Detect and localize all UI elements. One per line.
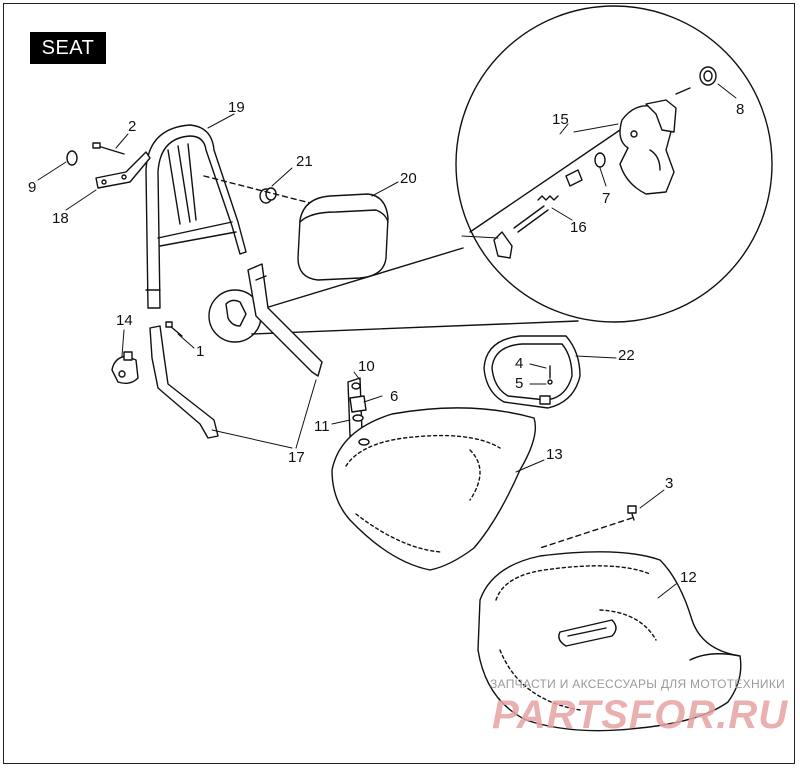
watermark: ЗАПЧАСТИ И АКСЕССУАРЫ ДЛЯ МОТОТЕХНИКИ PA… xyxy=(490,677,788,737)
backrest-pad xyxy=(297,193,389,281)
leader-lines xyxy=(37,83,737,599)
sissy-bar-upright xyxy=(145,124,247,309)
callout-10: 10 xyxy=(358,358,375,375)
callout-14: 14 xyxy=(116,312,133,329)
side-plate-left xyxy=(149,325,219,439)
callout-5: 5 xyxy=(515,375,523,392)
callout-4: 4 xyxy=(515,355,523,372)
callout-21: 21 xyxy=(296,153,313,170)
callout-17: 17 xyxy=(288,449,305,466)
page-title: SEAT xyxy=(30,32,106,64)
callout-16: 16 xyxy=(570,219,587,236)
callout-20: 20 xyxy=(400,170,417,187)
callout-7: 7 xyxy=(602,190,610,207)
detail-connector-lower xyxy=(251,320,579,335)
callout-labels: 1 2 3 4 5 6 7 8 9 10 11 12 13 14 15 16 1… xyxy=(28,99,744,586)
latch-detail-small xyxy=(225,299,247,327)
callout-12: 12 xyxy=(680,569,697,586)
screw-3 xyxy=(627,505,637,521)
screw-2 xyxy=(92,142,125,155)
washer-7 xyxy=(594,152,606,168)
detail-latch-assembly xyxy=(469,66,717,259)
seat-mount-hardware xyxy=(347,377,367,437)
watermark-brand: PARTSFOR.RU xyxy=(492,693,788,737)
detail-view-circle xyxy=(455,5,773,323)
callout-13: 13 xyxy=(546,446,563,463)
callout-15: 15 xyxy=(552,111,569,128)
callout-2: 2 xyxy=(128,118,136,135)
callout-1: 1 xyxy=(196,343,204,360)
callout-6: 6 xyxy=(390,388,398,405)
spring-16 xyxy=(537,195,559,201)
callout-3: 3 xyxy=(665,475,673,492)
callout-22: 22 xyxy=(618,347,635,364)
callout-18: 18 xyxy=(52,210,69,227)
callout-11: 11 xyxy=(314,418,330,435)
callout-19: 19 xyxy=(228,99,245,116)
pin-detail xyxy=(565,169,583,187)
side-plate-right xyxy=(247,263,323,377)
latch-14 xyxy=(111,351,139,385)
rider-seat xyxy=(477,551,742,732)
watermark-tagline: ЗАПЧАСТИ И АКСЕССУАРЫ ДЛЯ МОТОТЕХНИКИ xyxy=(490,677,785,691)
seat-strap-22 xyxy=(483,335,581,409)
screw-1 xyxy=(165,321,183,337)
washer-9 xyxy=(66,150,78,166)
bushing-21 xyxy=(259,187,277,204)
passenger-seat xyxy=(331,407,537,571)
detail-edge xyxy=(461,235,499,239)
callout-9: 9 xyxy=(28,179,36,196)
diagram-frame xyxy=(3,3,795,764)
assembly-line-seat xyxy=(539,517,633,549)
detail-connector-upper xyxy=(261,247,464,310)
callout-8: 8 xyxy=(736,101,744,118)
bushing-8 xyxy=(699,66,717,86)
mounting-bracket xyxy=(95,151,151,189)
